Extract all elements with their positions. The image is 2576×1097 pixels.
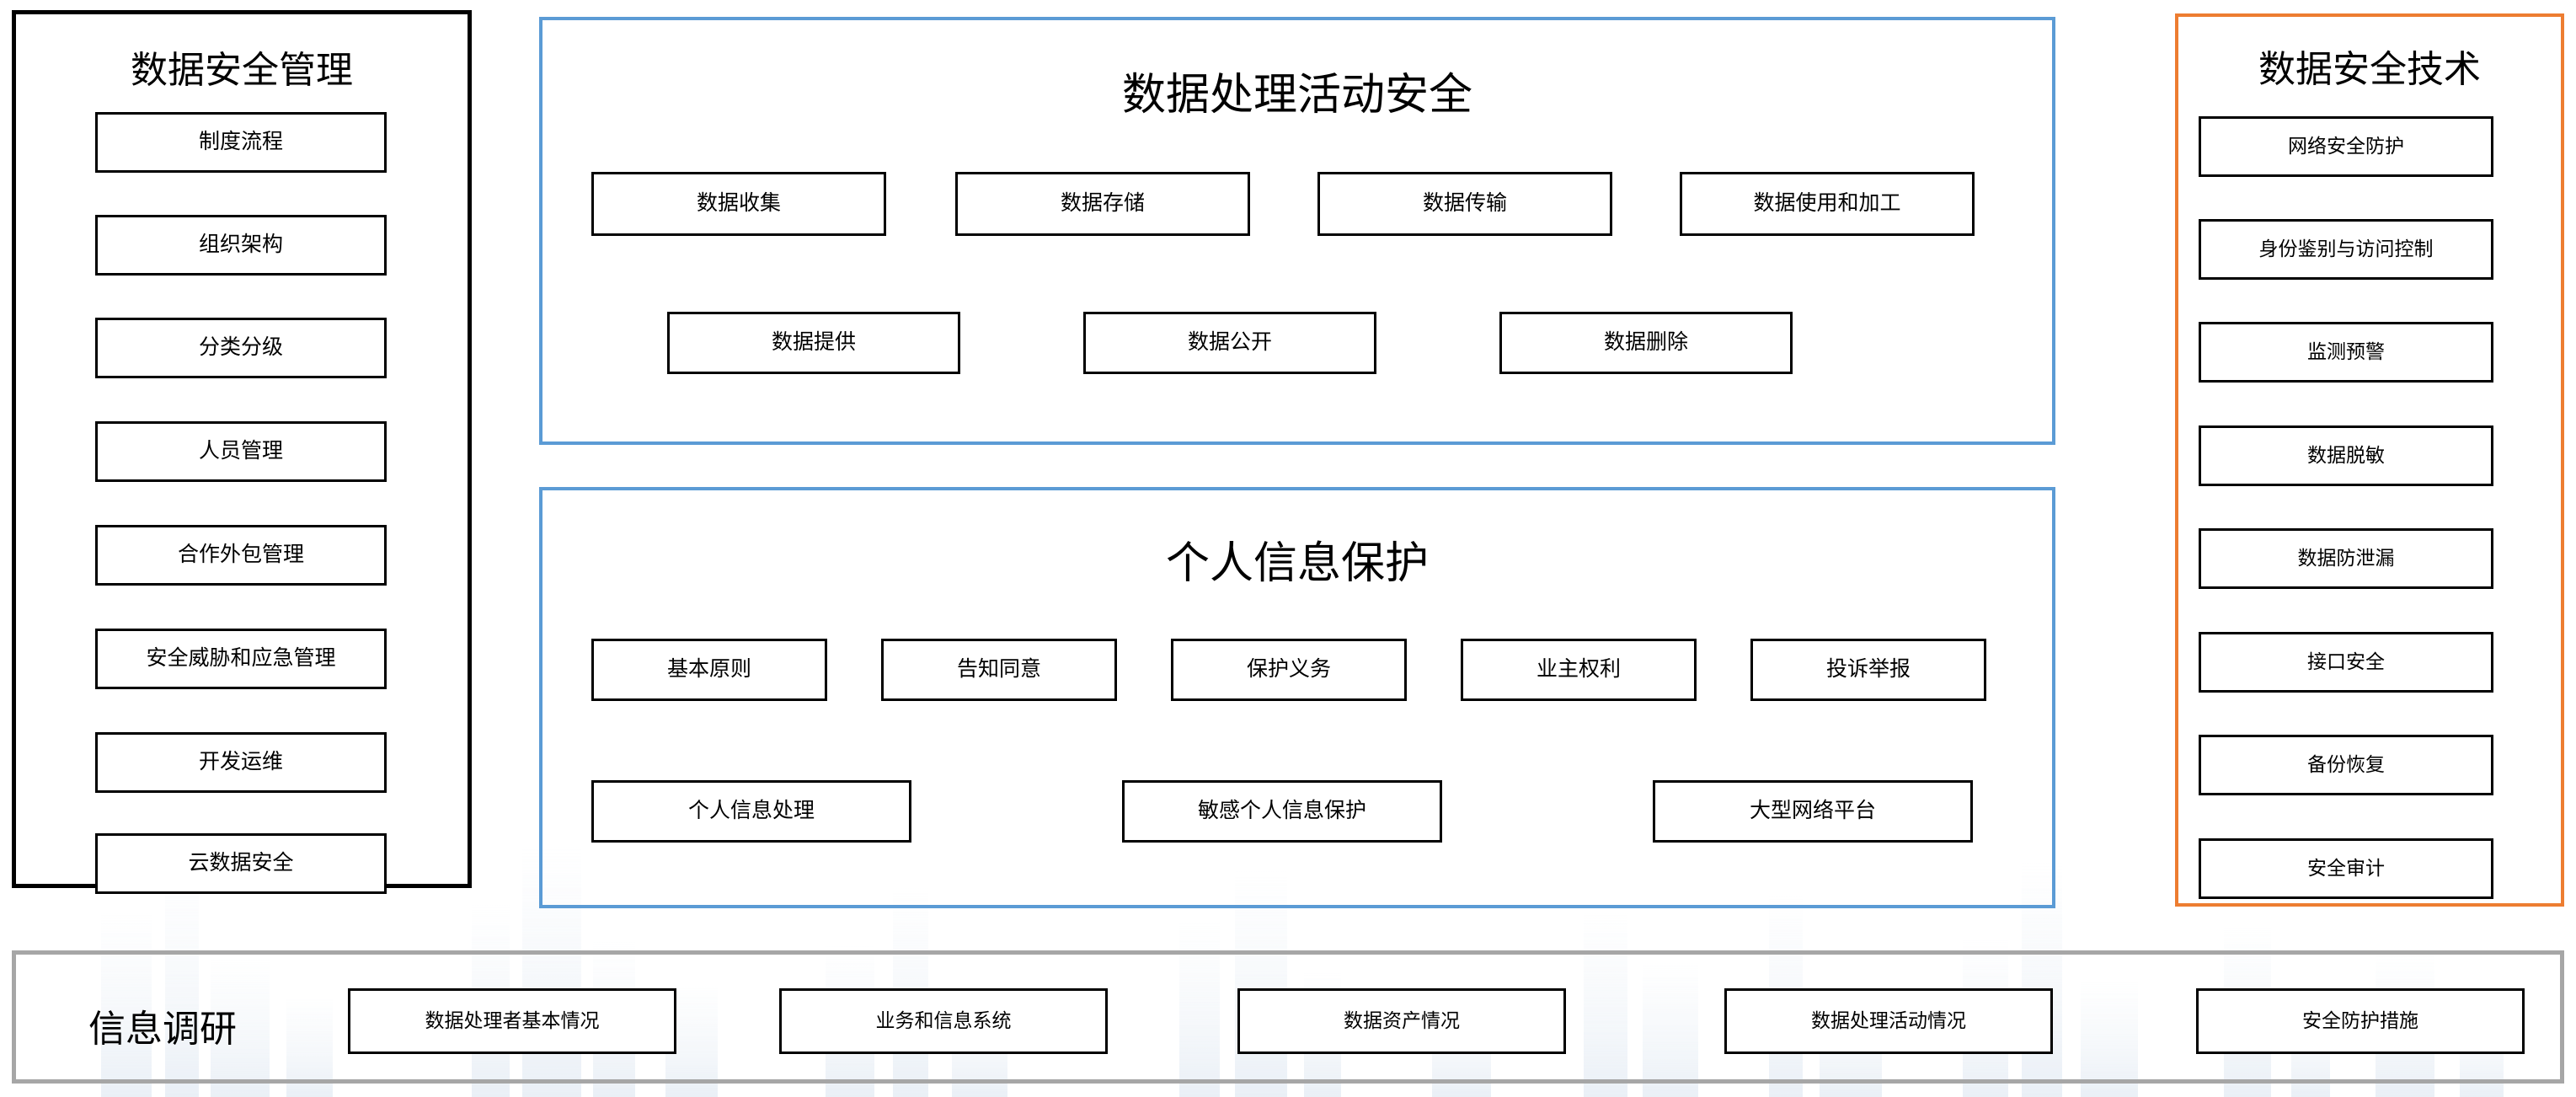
node-label: 制度流程 — [198, 130, 283, 154]
node-label: 备份恢复 — [2307, 753, 2385, 776]
node-processing-r1-0[interactable]: 数据收集 — [591, 172, 886, 236]
node-label: 安全审计 — [2307, 857, 2385, 880]
node-label: 保护义务 — [1246, 657, 1331, 682]
node-privacy-r1-1[interactable]: 告知同意 — [881, 639, 1117, 701]
node-research-3[interactable]: 数据处理活动情况 — [1724, 988, 2053, 1054]
node-label: 组织架构 — [198, 233, 283, 257]
node-privacy-r1-0[interactable]: 基本原则 — [591, 639, 827, 701]
node-technology-3[interactable]: 数据脱敏 — [2199, 425, 2493, 486]
node-management-1[interactable]: 组织架构 — [95, 215, 387, 276]
node-label: 安全防护措施 — [2302, 1009, 2418, 1032]
node-technology-0[interactable]: 网络安全防护 — [2199, 116, 2493, 177]
node-management-5[interactable]: 安全威胁和应急管理 — [95, 629, 387, 689]
node-processing-r2-1[interactable]: 数据公开 — [1083, 312, 1376, 374]
node-technology-2[interactable]: 监测预警 — [2199, 322, 2493, 383]
node-research-4[interactable]: 安全防护措施 — [2196, 988, 2525, 1054]
node-label: 投诉举报 — [1825, 657, 1911, 682]
panel-data-processing-activity-security: 数据处理活动安全 数据收集 数据存储 数据传输 数据使用和加工 数据提供 数据公… — [539, 17, 2055, 445]
node-management-6[interactable]: 开发运维 — [95, 732, 387, 793]
node-label: 数据存储 — [1060, 191, 1145, 216]
node-label: 分类分级 — [198, 335, 283, 360]
node-label: 告知同意 — [956, 657, 1041, 682]
node-management-0[interactable]: 制度流程 — [95, 112, 387, 173]
node-label: 业务和信息系统 — [875, 1009, 1012, 1032]
node-management-3[interactable]: 人员管理 — [95, 421, 387, 482]
node-processing-r1-3[interactable]: 数据使用和加工 — [1680, 172, 1975, 236]
node-privacy-r1-4[interactable]: 投诉举报 — [1750, 639, 1986, 701]
node-label: 敏感个人信息保护 — [1197, 799, 1366, 823]
node-label: 人员管理 — [198, 439, 283, 463]
node-technology-4[interactable]: 数据防泄漏 — [2199, 528, 2493, 589]
technology-panel-title: 数据安全技术 — [2258, 49, 2481, 90]
node-label: 云数据安全 — [188, 851, 294, 875]
research-bar-label: 信息调研 — [88, 1009, 237, 1050]
node-label: 大型网络平台 — [1749, 799, 1876, 823]
node-privacy-r2-1[interactable]: 敏感个人信息保护 — [1122, 780, 1442, 843]
node-technology-6[interactable]: 备份恢复 — [2199, 735, 2493, 795]
node-label: 数据脱敏 — [2307, 444, 2385, 467]
node-privacy-r2-2[interactable]: 大型网络平台 — [1653, 780, 1973, 843]
node-research-0[interactable]: 数据处理者基本情况 — [348, 988, 676, 1054]
node-label: 网络安全防护 — [2288, 135, 2404, 158]
node-privacy-r1-3[interactable]: 业主权利 — [1461, 639, 1697, 701]
processing-panel-title: 数据处理活动安全 — [1121, 71, 1472, 120]
node-management-7[interactable]: 云数据安全 — [95, 833, 387, 894]
node-label: 数据处理活动情况 — [1811, 1009, 1966, 1032]
node-label: 身份鉴别与访问控制 — [2258, 238, 2434, 260]
node-management-2[interactable]: 分类分级 — [95, 318, 387, 378]
node-label: 数据使用和加工 — [1753, 191, 1901, 216]
node-label: 数据传输 — [1422, 191, 1507, 216]
node-label: 监测预警 — [2307, 340, 2385, 363]
node-label: 开发运维 — [198, 750, 283, 774]
node-privacy-r2-0[interactable]: 个人信息处理 — [591, 780, 911, 843]
node-label: 安全威胁和应急管理 — [146, 646, 336, 671]
node-label: 数据防泄漏 — [2297, 547, 2395, 570]
privacy-panel-title: 个人信息保护 — [1165, 539, 1429, 588]
node-processing-r2-0[interactable]: 数据提供 — [667, 312, 960, 374]
panel-data-security-management: 数据安全管理 制度流程 组织架构 分类分级 人员管理 合作外包管理 安全威胁和应… — [12, 10, 472, 894]
node-processing-r1-1[interactable]: 数据存储 — [955, 172, 1250, 236]
node-label: 数据提供 — [771, 330, 856, 355]
node-research-1[interactable]: 业务和信息系统 — [779, 988, 1108, 1054]
node-processing-r1-2[interactable]: 数据传输 — [1317, 172, 1612, 236]
node-label: 业主权利 — [1536, 657, 1621, 682]
node-technology-1[interactable]: 身份鉴别与访问控制 — [2199, 219, 2493, 280]
node-research-2[interactable]: 数据资产情况 — [1237, 988, 1566, 1054]
panel-information-research: 信息调研 数据处理者基本情况 业务和信息系统 数据资产情况 数据处理活动情况 安… — [12, 950, 2564, 1084]
panel-data-security-technology: 数据安全技术 网络安全防护 身份鉴别与访问控制 监测预警 数据脱敏 数据防泄漏 … — [2175, 13, 2564, 907]
node-label: 数据资产情况 — [1344, 1009, 1460, 1032]
node-label: 个人信息处理 — [687, 799, 815, 823]
node-processing-r2-2[interactable]: 数据删除 — [1499, 312, 1793, 374]
node-label: 接口安全 — [2307, 650, 2385, 673]
node-technology-5[interactable]: 接口安全 — [2199, 632, 2493, 693]
management-panel-title: 数据安全管理 — [131, 50, 353, 91]
panel-personal-information-protection: 个人信息保护 基本原则 告知同意 保护义务 业主权利 投诉举报 个人信息处理 敏… — [539, 487, 2055, 908]
node-label: 基本原则 — [666, 657, 751, 682]
node-technology-7[interactable]: 安全审计 — [2199, 838, 2493, 899]
node-management-4[interactable]: 合作外包管理 — [95, 525, 387, 586]
node-label: 数据处理者基本情况 — [425, 1009, 600, 1032]
node-privacy-r1-2[interactable]: 保护义务 — [1171, 639, 1407, 701]
node-label: 数据收集 — [696, 191, 781, 216]
node-label: 合作外包管理 — [177, 543, 304, 567]
node-label: 数据删除 — [1603, 330, 1688, 355]
node-label: 数据公开 — [1187, 330, 1272, 355]
